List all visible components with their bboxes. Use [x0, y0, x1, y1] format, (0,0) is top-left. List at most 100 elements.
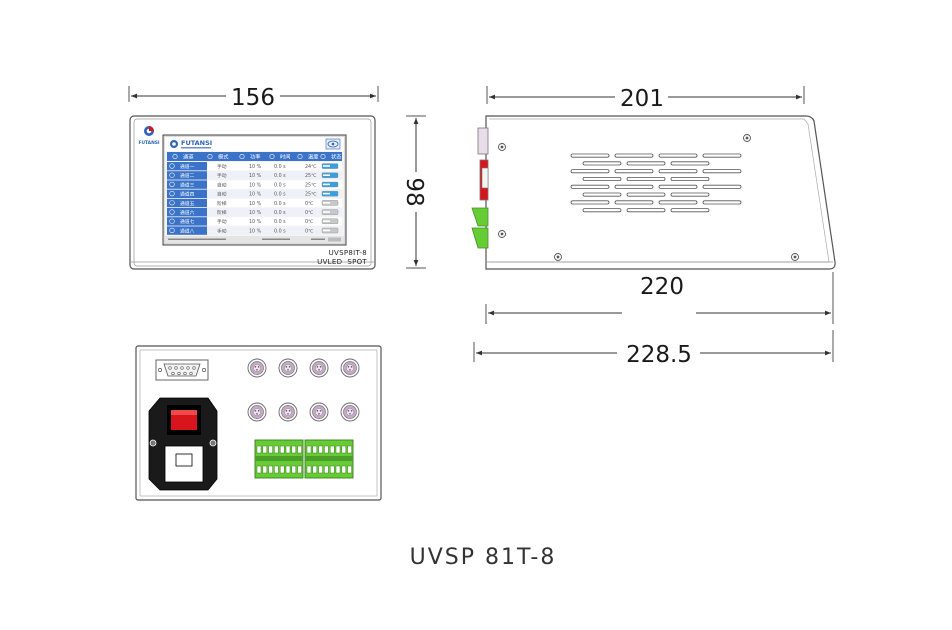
- screen-cell: 0.0 s: [274, 219, 286, 225]
- side-base-length-label: 220: [640, 274, 684, 300]
- channel-connector: [278, 402, 298, 422]
- db9-serial-port: [155, 359, 209, 381]
- power-switch-module[interactable]: [148, 397, 218, 491]
- screen-header-cell: 模式: [218, 153, 229, 161]
- dimension-side-top: 201: [486, 86, 805, 112]
- side-overall-length-label: 228.5: [626, 342, 692, 368]
- screen-cell: 通道八: [180, 227, 195, 234]
- vent-slot: [702, 184, 742, 189]
- screen-cell: 通道二: [180, 172, 195, 179]
- screen-cell: 通道四: [180, 191, 195, 198]
- screen-header-cell: 温度: [308, 153, 318, 161]
- screen-cell: 通道五: [180, 200, 195, 207]
- vent-slot: [626, 161, 666, 166]
- screen-cell: 通道七: [180, 218, 195, 225]
- front-height-label: 98: [401, 177, 427, 206]
- channel-connector: [309, 402, 329, 422]
- screen-header-row: [167, 152, 342, 161]
- screen-cell: 0.0 s: [274, 182, 286, 188]
- vent-slot: [702, 200, 742, 205]
- vent-slot: [626, 192, 666, 197]
- screen-cell: 0.0 s: [274, 173, 286, 179]
- vent-slot: [702, 153, 742, 158]
- channel-connector: [309, 358, 329, 378]
- screen-cell: 通道三: [180, 181, 195, 188]
- screen-cell: 0.0 s: [274, 228, 286, 234]
- channel-icon: [169, 191, 175, 197]
- screen-cell: 自动: [217, 191, 227, 198]
- screen-cell: 24℃: [305, 164, 317, 170]
- front-logo: FUTANSI: [138, 126, 160, 146]
- vent-slot: [582, 192, 622, 197]
- screen-cell: 通道六: [180, 209, 195, 216]
- channel-connector: [340, 358, 360, 378]
- channel-connector: [340, 402, 360, 422]
- model-caption: UVSP 81T-8: [410, 545, 557, 570]
- model-line1: UVSP8IT-8: [329, 249, 367, 257]
- front-brand-text: FUTANSI: [138, 140, 159, 146]
- vent-slot: [570, 200, 610, 205]
- screen-brand: FUTANSI: [181, 139, 212, 147]
- green-terminal-block: [304, 439, 354, 479]
- screen-cell: 10 %: [249, 182, 262, 188]
- vent-slot: [702, 169, 742, 174]
- rear-view: [135, 345, 382, 501]
- vent-slot: [614, 184, 654, 189]
- dimension-front-width: 156: [128, 85, 379, 111]
- channel-connector: [247, 402, 267, 422]
- vent-slot: [582, 208, 622, 213]
- front-view: 156 98 FUTANSI FUTANSI: [128, 85, 427, 270]
- screen-cell: 0.0 s: [274, 210, 286, 216]
- screen-header-cell: 通道: [183, 153, 193, 161]
- vent-slot: [670, 161, 710, 166]
- dimension-front-height: 98: [401, 115, 427, 269]
- channel-connector: [247, 358, 267, 378]
- side-screws: [498, 134, 799, 261]
- vent-slot: [614, 200, 654, 205]
- header-icon: [207, 154, 213, 160]
- vent-slot: [570, 184, 610, 189]
- header-icon: [239, 154, 245, 160]
- fuse-holder: [164, 445, 204, 483]
- screen-cell: 0.0 s: [274, 192, 286, 198]
- vent-slot: [658, 200, 698, 205]
- vent-slot: [670, 176, 710, 181]
- header-icon: [172, 154, 178, 160]
- screen-cell: 10 %: [249, 228, 262, 234]
- screen-header-cell: 功率: [250, 153, 260, 161]
- channel-icon: [169, 172, 175, 178]
- vent-slot: [570, 153, 610, 158]
- screen-cell: 0℃: [305, 219, 314, 225]
- screen-cell: 10 %: [249, 210, 262, 216]
- screen-cell: 10 %: [249, 219, 262, 225]
- channel-icon: [169, 163, 175, 169]
- vent-slot: [570, 169, 610, 174]
- side-front-panel-edge: [471, 127, 489, 249]
- screen-cell: 0℃: [305, 210, 314, 216]
- front-width-label: 156: [231, 85, 275, 111]
- channel-icon: [169, 209, 175, 215]
- screen-cell: 手动: [217, 227, 227, 234]
- screen-cell: 阶梯: [217, 200, 227, 207]
- screen-cell: 0.0 s: [274, 201, 286, 207]
- channel-connector: [278, 358, 298, 378]
- screen-cell: 0.0 s: [274, 164, 286, 170]
- channel-connectors: [247, 358, 360, 422]
- vent-slot: [658, 184, 698, 189]
- header-icon: [297, 154, 303, 160]
- vent-slot: [658, 169, 698, 174]
- vent-slot: [626, 176, 666, 181]
- screen-settings-icon[interactable]: [325, 138, 341, 150]
- screen-cell: 0℃: [305, 201, 314, 207]
- side-housing: [485, 115, 836, 270]
- vent-slot: [614, 153, 654, 158]
